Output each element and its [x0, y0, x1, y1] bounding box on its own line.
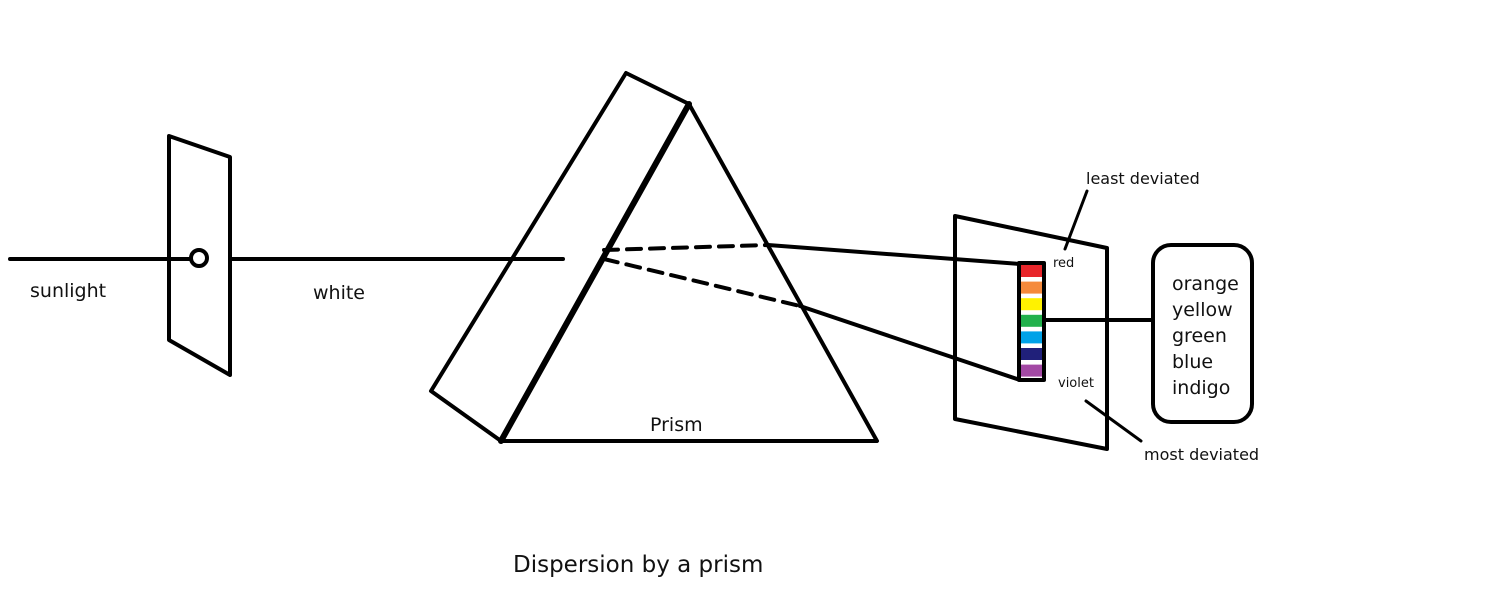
- prism-front-face: [499, 102, 879, 443]
- color-name-list: orange yellow green blue indigo: [1172, 273, 1239, 399]
- violet-ray-out: [798, 304, 1022, 382]
- violet-label: violet: [1058, 376, 1094, 391]
- least-deviated-pointer: [1063, 189, 1089, 251]
- white-label: white: [313, 282, 365, 304]
- violet-ray-inside: [602, 257, 802, 308]
- spectrum-band-violet: [1021, 364, 1042, 377]
- prism-front-edge: [498, 101, 692, 444]
- spectrum-band-red: [1021, 265, 1042, 277]
- prism-label: Prism: [650, 414, 703, 436]
- color-list-box: [1151, 243, 1254, 424]
- sunlight-label: sunlight: [30, 280, 106, 302]
- most-deviated-label: most deviated: [1144, 445, 1259, 464]
- red-label: red: [1053, 256, 1074, 271]
- spectrum-band-orange: [1021, 281, 1042, 294]
- most-deviated-pointer: [1084, 399, 1143, 443]
- diagram-caption: Dispersion by a prism: [513, 552, 763, 578]
- color-name-orange: orange: [1172, 273, 1239, 295]
- color-name-green: green: [1172, 325, 1227, 347]
- screen: [953, 214, 1109, 451]
- pinhole: [189, 248, 209, 268]
- prism-back-face: [429, 71, 691, 443]
- least-deviated-label: least deviated: [1086, 169, 1200, 188]
- red-ray-out: [766, 243, 1022, 266]
- spectrum-bar: [1021, 265, 1042, 377]
- color-name-yellow: yellow: [1172, 299, 1233, 321]
- spectrum-band-indigo: [1021, 348, 1042, 360]
- spectrum-band-yellow: [1021, 298, 1042, 311]
- color-name-blue: blue: [1172, 351, 1213, 373]
- red-ray-inside: [602, 243, 770, 252]
- color-name-indigo: indigo: [1172, 377, 1230, 399]
- spectrum-band-blue: [1021, 331, 1042, 344]
- slit-card: [167, 134, 232, 377]
- spectrum-band-green: [1021, 314, 1042, 327]
